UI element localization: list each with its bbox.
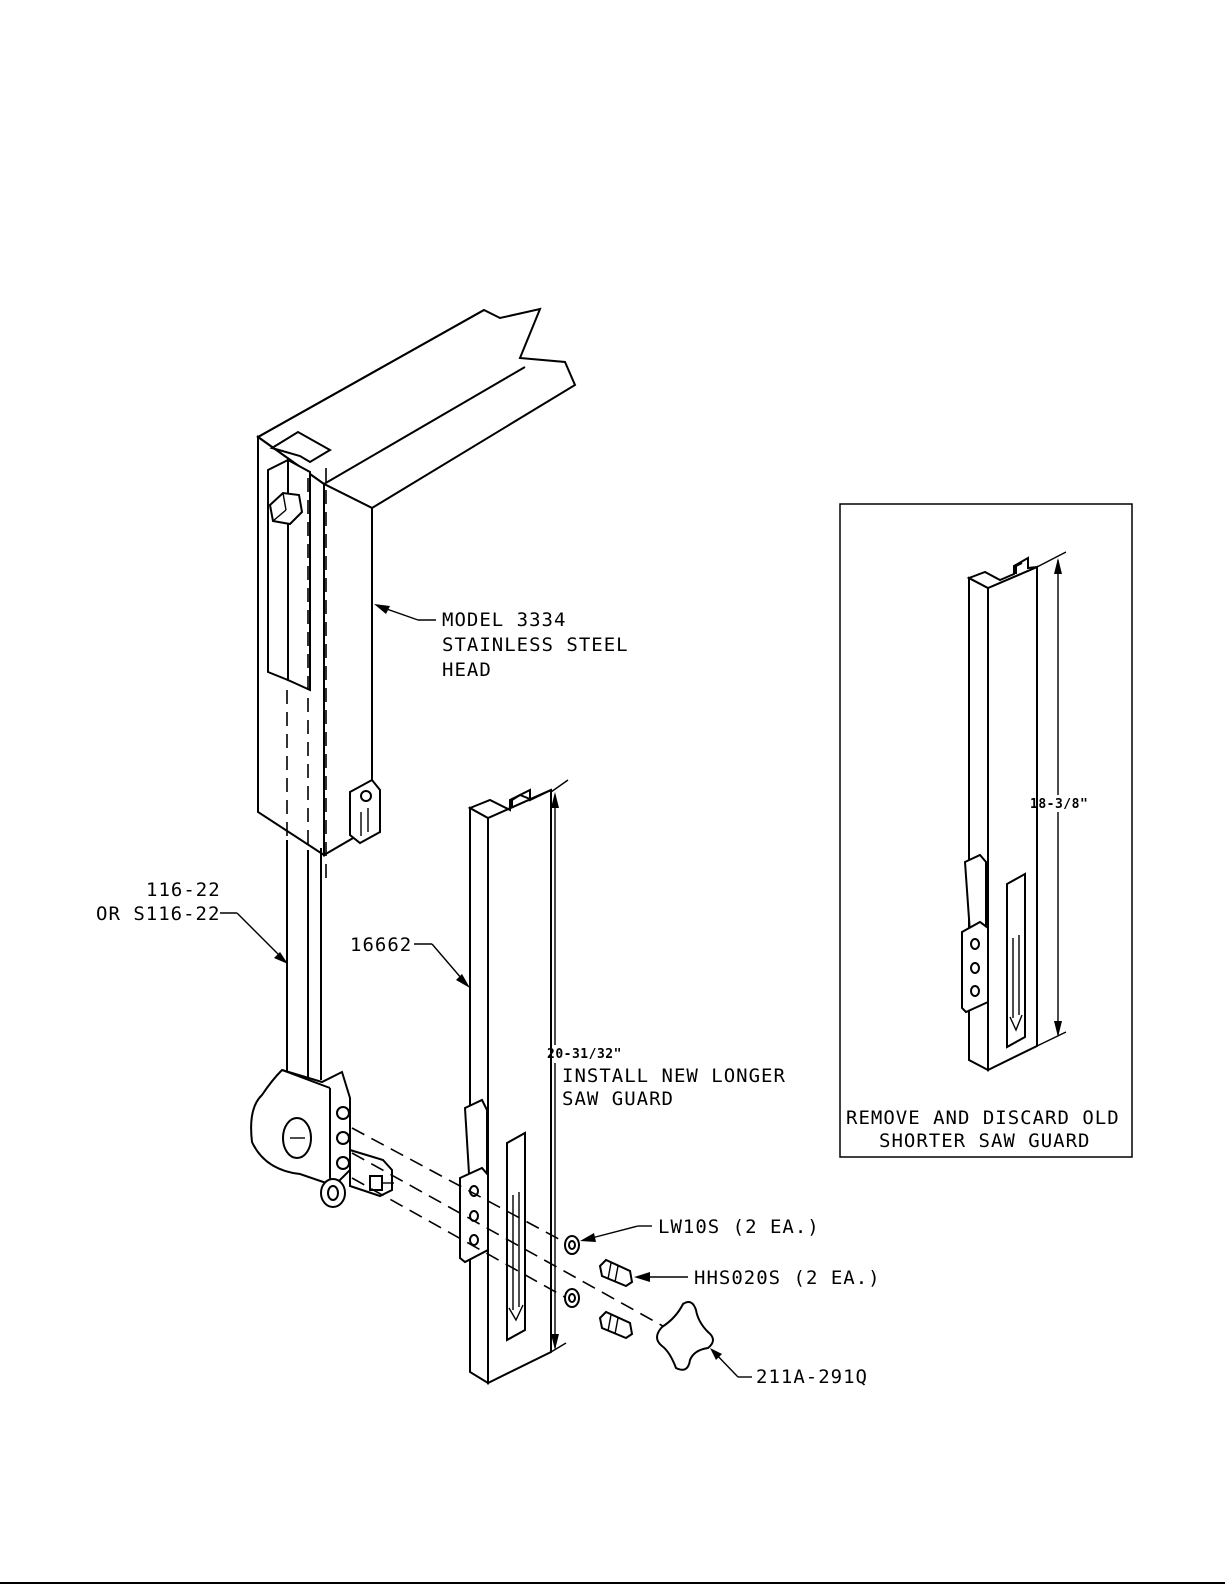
- guide-bar: [251, 840, 394, 1207]
- install-label-line2: SAW GUARD: [562, 1088, 674, 1110]
- knob-label: 211A-291Q: [756, 1366, 868, 1388]
- screw-label: HHS020S (2 EA.): [694, 1267, 881, 1289]
- knob: [657, 1302, 713, 1370]
- hex-screws: [600, 1260, 632, 1338]
- new-guard-length: 20-31/32": [547, 1047, 622, 1062]
- old-guard-length: 18-3/8": [1030, 797, 1088, 812]
- leader-knob: [710, 1348, 752, 1377]
- stainless-steel-head: [258, 309, 575, 855]
- new-saw-guard: [460, 790, 551, 1383]
- guard-part-label: 16662: [350, 934, 412, 956]
- install-label-line1: INSTALL NEW LONGER: [562, 1065, 786, 1087]
- bar-label-line1: 116-22: [146, 879, 221, 901]
- leader-washer: [580, 1226, 652, 1242]
- head-label-line1: MODEL 3334: [442, 609, 566, 631]
- inset-caption-line2: SHORTER SAW GUARD: [879, 1130, 1090, 1152]
- inset-caption-line1: REMOVE AND DISCARD OLD: [846, 1107, 1120, 1129]
- inset-panel: 18-3/8" REMOVE AND DISCARD OLD SHORTER S…: [840, 504, 1132, 1157]
- leader-screw: [634, 1272, 688, 1282]
- lock-washers: [565, 1236, 579, 1307]
- bar-label-line2: OR S116-22: [96, 903, 220, 925]
- head-label-line2: STAINLESS STEEL: [442, 634, 629, 656]
- leader-head: [374, 604, 436, 620]
- head-label-line3: HEAD: [442, 659, 492, 681]
- leader-guard: [414, 944, 470, 988]
- leader-bar: [220, 913, 288, 964]
- washer-label: LW10S (2 EA.): [658, 1216, 820, 1238]
